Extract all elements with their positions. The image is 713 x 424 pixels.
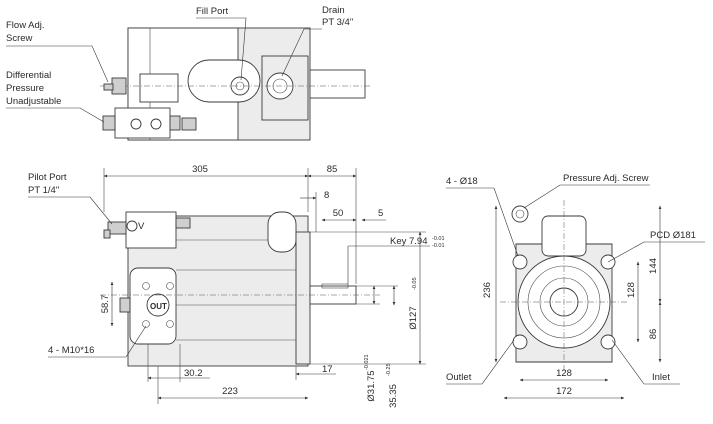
svg-text:Screw: Screw — [6, 33, 33, 44]
svg-text:-0.01: -0.01 — [432, 236, 445, 242]
svg-text:172: 172 — [556, 386, 572, 397]
svg-text:Differential: Differential — [6, 70, 51, 81]
dim-86: 86 — [648, 301, 662, 363]
svg-text:4 - M10*16: 4 - M10*16 — [48, 345, 94, 356]
dim-127: Ø127 -0.05 — [308, 231, 426, 365]
svg-text:223: 223 — [222, 386, 238, 397]
m10-label: 4 - M10*16 — [48, 325, 147, 358]
dim-31-75: Ø31.75 -0.021 — [356, 285, 380, 402]
svg-text:Inlet: Inlet — [652, 372, 670, 383]
dim-223: 223 — [157, 366, 309, 404]
front-view — [500, 200, 628, 372]
svg-text:-0.021: -0.021 — [364, 354, 370, 370]
dim-85: 85 — [307, 164, 357, 284]
svg-text:86: 86 — [648, 329, 659, 340]
dim-305: 305 — [103, 164, 309, 212]
svg-text:128: 128 — [556, 368, 572, 379]
svg-text:128: 128 — [626, 282, 637, 298]
inlet-label: Inlet — [611, 339, 680, 385]
dim-128-vertical: 128 — [626, 261, 640, 343]
svg-text:Ø31.75: Ø31.75 — [366, 370, 377, 401]
dim-236: 236 — [482, 205, 498, 363]
svg-text:Key 7.94: Key 7.94 — [390, 236, 428, 247]
drain-label: Drain PT 3/4" — [281, 5, 353, 77]
svg-text:-0.25: -0.25 — [386, 363, 392, 376]
svg-text:PCD Ø181: PCD Ø181 — [650, 230, 696, 241]
dim-5: 5 — [361, 208, 386, 222]
dim-50: 50 — [321, 208, 357, 222]
svg-text:Ø127: Ø127 — [408, 306, 419, 329]
svg-text:-0.05: -0.05 — [412, 277, 418, 290]
svg-text:236: 236 — [482, 282, 493, 298]
dim-17: 17 — [295, 364, 336, 380]
pcd-label: PCD Ø181 — [607, 230, 705, 263]
side-view — [100, 211, 380, 367]
dim-172: 172 — [503, 386, 625, 400]
svg-text:V: V — [138, 221, 145, 232]
svg-text:85: 85 — [327, 164, 338, 175]
pressure-adj-label: Pressure Adj. Screw — [523, 173, 650, 209]
out-label: OUT — [150, 302, 167, 311]
dim-58-7: 58.7 — [100, 281, 114, 327]
svg-text:58.7: 58.7 — [100, 295, 111, 314]
svg-text:305: 305 — [192, 164, 208, 175]
dim-30-2: 30.2 — [147, 344, 210, 382]
svg-text:Pilot Port: Pilot Port — [28, 172, 67, 183]
svg-text:17: 17 — [322, 364, 333, 375]
svg-text:Pressure: Pressure — [6, 83, 44, 94]
svg-text:4 - Ø18: 4 - Ø18 — [446, 176, 478, 187]
fill-port-label: Fill Port — [196, 6, 247, 81]
pilot-port-label: Pilot Port PT 1/4" — [28, 172, 113, 225]
svg-text:-0.01: -0.01 — [432, 243, 445, 249]
dim-8: 8 — [300, 190, 329, 232]
svg-text:5: 5 — [378, 208, 383, 219]
svg-text:Unadjustable: Unadjustable — [6, 96, 61, 107]
svg-text:Outlet: Outlet — [446, 372, 472, 383]
outlet-label: Outlet — [446, 339, 515, 385]
svg-text:PT 1/4": PT 1/4" — [28, 185, 59, 196]
v-label: V — [138, 221, 145, 232]
svg-text:30.2: 30.2 — [184, 368, 203, 379]
svg-text:35.35: 35.35 — [388, 384, 399, 408]
svg-text:PT 3/4": PT 3/4" — [322, 17, 353, 28]
svg-text:144: 144 — [648, 258, 659, 274]
dim-128-horizontal: 128 — [519, 368, 609, 382]
key-label: Key 7.94 -0.01 -0.01 — [347, 236, 445, 284]
svg-text:Fill Port: Fill Port — [196, 6, 229, 17]
dim-35-35: 35.35 -0.25 — [356, 285, 399, 408]
top-view — [100, 27, 370, 141]
svg-text:Flow Adj.: Flow Adj. — [6, 20, 45, 31]
flow-adj-label: Flow Adj. Screw — [6, 20, 109, 83]
differential-label: Differential Pressure Unadjustable — [6, 70, 105, 123]
svg-text:Pressure Adj. Screw: Pressure Adj. Screw — [563, 173, 649, 184]
svg-text:OUT: OUT — [150, 302, 167, 311]
holes-label: 4 - Ø18 — [446, 176, 519, 257]
dim-144: 144 — [648, 205, 662, 303]
svg-text:50: 50 — [333, 208, 344, 219]
svg-text:8: 8 — [324, 190, 329, 201]
svg-text:Drain: Drain — [322, 5, 345, 16]
